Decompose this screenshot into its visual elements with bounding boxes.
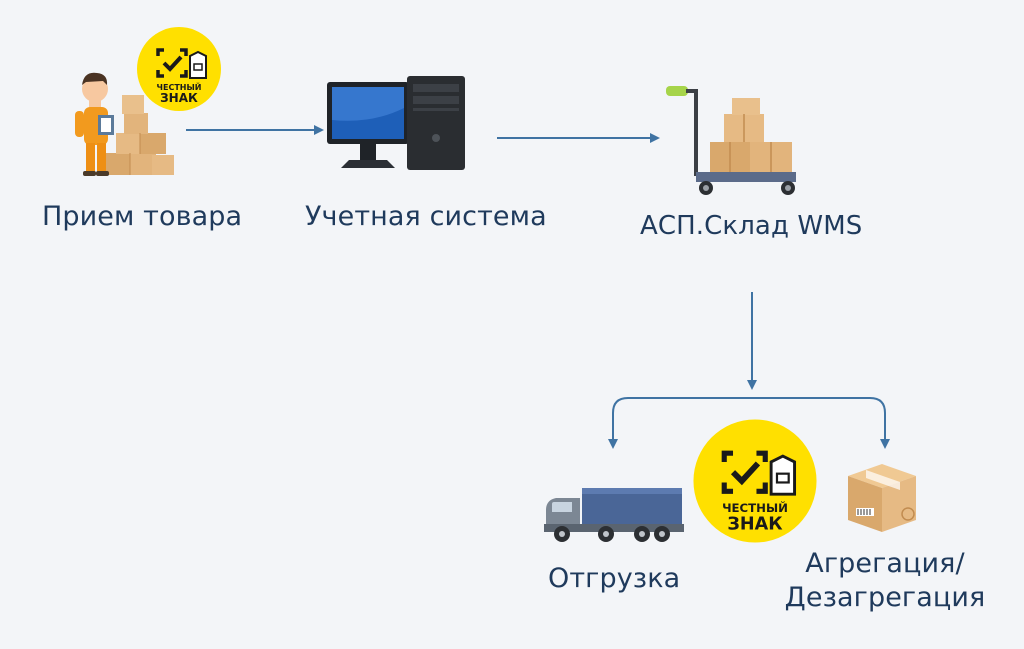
hand-truck-icon — [666, 86, 796, 195]
label-shipment: Отгрузка — [548, 563, 681, 594]
arrow-branch-right — [752, 397, 890, 449]
chestny-znak-badge-icon: ЧЕСТНЫЙ ЗНАК — [137, 27, 221, 111]
label-aggregation-line2: Дезагрегация — [784, 582, 986, 613]
badge-line2: ЗНАК — [160, 91, 198, 105]
badge-line1: ЧЕСТНЫЙ — [722, 500, 788, 515]
label-aggregation: Агрегация/ Дезагрегация — [780, 547, 990, 615]
truck-icon — [544, 488, 684, 542]
worker-icon — [75, 72, 174, 176]
chestny-znak-badge-icon: ЧЕСТНЫЙ ЗНАК — [693, 419, 817, 543]
label-aggregation-line1: Агрегация/ — [805, 548, 965, 579]
label-accounting: Учетная система — [305, 201, 547, 232]
badge-line2: ЗНАК — [727, 514, 783, 534]
arrow-branch-left — [608, 397, 752, 449]
box-icon — [848, 464, 916, 532]
computer-icon — [327, 76, 465, 170]
badge-line1: ЧЕСТНЫЙ — [157, 81, 202, 92]
label-wms: АСП.Склад WMS — [640, 211, 863, 241]
label-reception: Прием товара — [42, 201, 243, 232]
